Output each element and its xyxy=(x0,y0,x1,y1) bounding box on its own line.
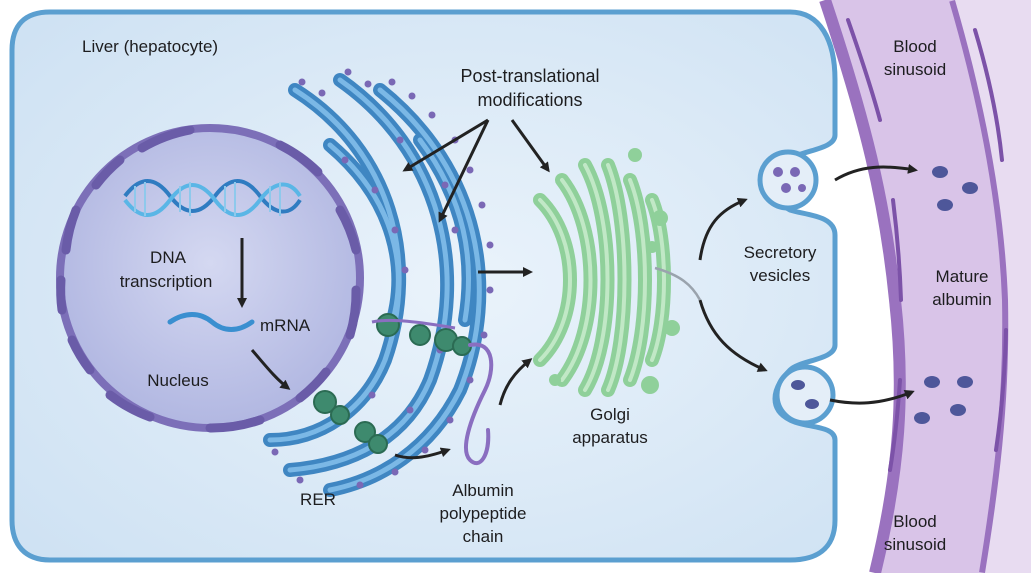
arrow-chain-to-golgi xyxy=(498,358,533,406)
albumin-label-line3: chain xyxy=(463,527,504,546)
arrow-rer-to-chain xyxy=(394,447,451,460)
arrow-ptm-2 xyxy=(438,119,490,223)
vesicles-label-line2: vesicles xyxy=(750,266,810,285)
arrow-golgi-to-vesicle-top xyxy=(698,197,748,261)
blood-top-label-line2: sinusoid xyxy=(884,60,946,79)
mrna-label: mRNA xyxy=(260,316,311,335)
process-arrows xyxy=(237,118,918,460)
dna-helix-icon xyxy=(123,179,302,217)
rer-label: RER xyxy=(300,490,336,509)
arrow-vesicle-to-blood-bottom xyxy=(829,390,915,405)
blood-bottom-label-line1: Blood xyxy=(893,512,936,531)
cell-label: Liver (hepatocyte) xyxy=(82,37,218,56)
mature-label-line1: Mature xyxy=(936,267,989,286)
arrow-mrna-to-rer xyxy=(250,349,291,390)
arrow-vesicle-to-blood-top xyxy=(834,163,918,182)
blood-top-label-line1: Blood xyxy=(893,37,936,56)
blood-sinusoid xyxy=(819,0,1031,573)
arrow-ptm-3 xyxy=(510,119,550,173)
secretory-vesicle-bottom xyxy=(774,364,836,426)
ptm-label-line1: Post-translational xyxy=(460,66,599,86)
mature-label-line2: albumin xyxy=(932,290,992,309)
secretory-vesicle-top xyxy=(757,149,819,211)
vesicles-label-line1: Secretory xyxy=(744,243,817,262)
dna-label-line2: transcription xyxy=(120,272,213,291)
golgi-apparatus xyxy=(533,148,680,397)
golgi-flow-line xyxy=(654,266,702,301)
dna-label-line1: DNA xyxy=(150,248,187,267)
arrow-golgi-to-vesicle-bottom xyxy=(698,299,768,372)
nucleus-label: Nucleus xyxy=(147,371,208,390)
ptm-label-line2: modifications xyxy=(477,90,582,110)
arrow-ptm-1 xyxy=(402,118,489,172)
mrna-strand xyxy=(167,312,255,332)
golgi-label-line2: apparatus xyxy=(572,428,648,447)
mature-albumin-molecules xyxy=(914,166,978,424)
blood-bottom-label-line2: sinusoid xyxy=(884,535,946,554)
albumin-polypeptide-chain xyxy=(371,318,494,466)
golgi-label-line1: Golgi xyxy=(590,405,630,424)
albumin-label-line1: Albumin xyxy=(452,481,513,500)
albumin-label-line2: polypeptide xyxy=(440,504,527,523)
labels: Liver (hepatocyte) Post-translational mo… xyxy=(82,37,992,554)
